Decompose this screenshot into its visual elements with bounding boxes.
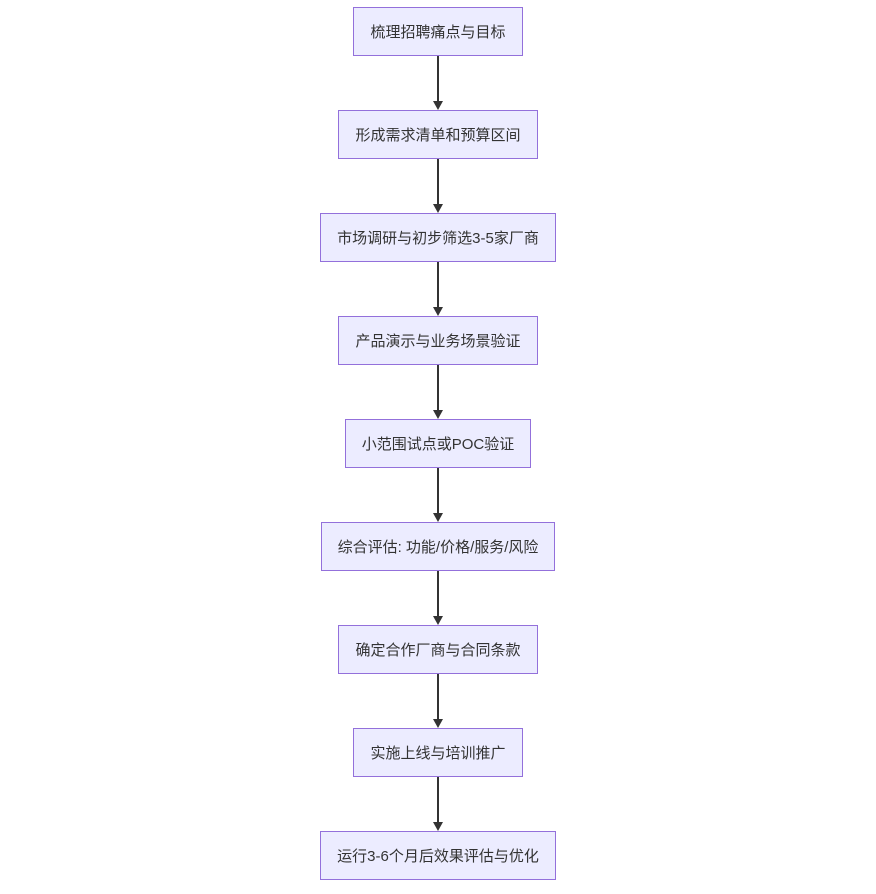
flow-node-label: 小范围试点或POC验证	[361, 436, 515, 453]
flow-arrow	[433, 56, 443, 110]
flow-node-step-1: 梳理招聘痛点与目标	[353, 7, 523, 56]
flow-node-label: 实施上线与培训推广	[370, 745, 506, 762]
flow-node-label: 形成需求清单和预算区间	[355, 127, 521, 144]
flow-node-label: 运行3-6个月后效果评估与优化	[337, 848, 539, 865]
flow-arrow	[433, 365, 443, 419]
arrowhead-icon	[433, 822, 443, 831]
flow-node-step-4: 产品演示与业务场景验证	[338, 316, 538, 365]
arrowhead-icon	[433, 410, 443, 419]
arrow-line	[437, 365, 439, 410]
flow-node-step-8: 实施上线与培训推广	[353, 728, 523, 777]
flow-arrow	[433, 674, 443, 728]
arrowhead-icon	[433, 307, 443, 316]
flow-node-label: 综合评估: 功能/价格/服务/风险	[337, 539, 539, 556]
arrow-line	[437, 777, 439, 822]
arrow-line	[437, 262, 439, 307]
flow-node-label: 产品演示与业务场景验证	[355, 333, 521, 350]
flow-arrow	[433, 468, 443, 522]
arrow-line	[437, 674, 439, 719]
arrowhead-icon	[433, 616, 443, 625]
arrowhead-icon	[433, 204, 443, 213]
flow-node-step-5: 小范围试点或POC验证	[344, 419, 532, 468]
arrow-line	[437, 56, 439, 101]
flow-node-label: 梳理招聘痛点与目标	[370, 24, 506, 41]
flow-node-step-3: 市场调研与初步筛选3-5家厂商	[320, 213, 556, 262]
flow-arrow	[433, 262, 443, 316]
flow-arrow	[433, 159, 443, 213]
flow-node-step-7: 确定合作厂商与合同条款	[338, 625, 538, 674]
arrowhead-icon	[433, 513, 443, 522]
arrow-line	[437, 159, 439, 204]
flow-node-step-2: 形成需求清单和预算区间	[338, 110, 538, 159]
arrowhead-icon	[433, 719, 443, 728]
arrow-line	[437, 571, 439, 616]
flow-node-step-9: 运行3-6个月后效果评估与优化	[320, 831, 556, 880]
flow-node-label: 市场调研与初步筛选3-5家厂商	[337, 230, 539, 247]
flow-arrow	[433, 777, 443, 831]
flow-node-step-6: 综合评估: 功能/价格/服务/风险	[320, 522, 556, 571]
arrow-line	[437, 468, 439, 513]
arrowhead-icon	[433, 101, 443, 110]
flow-node-label: 确定合作厂商与合同条款	[355, 642, 521, 659]
flow-arrow	[433, 571, 443, 625]
